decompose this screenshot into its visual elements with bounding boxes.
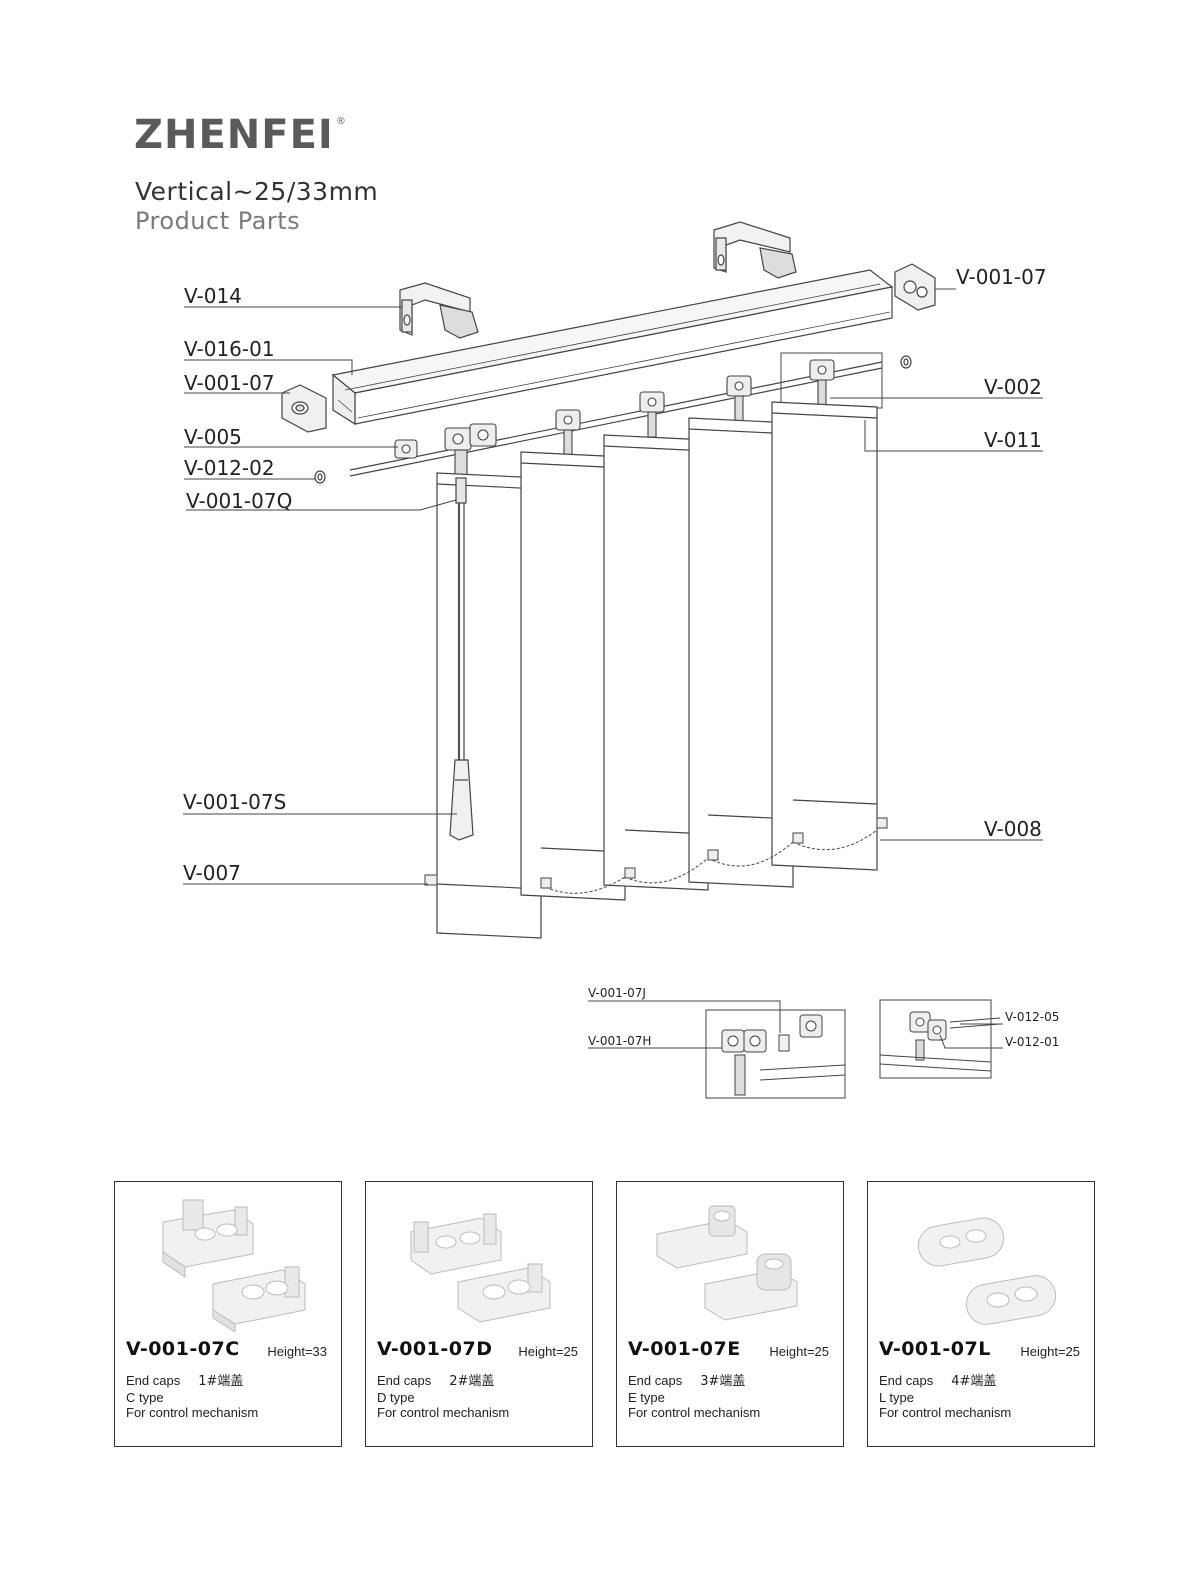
end-cap-l-image <box>917 1217 1057 1325</box>
page-subtitle: Product Parts <box>135 207 301 235</box>
brand-name-bold: ZHENFEI <box>134 112 334 158</box>
label-v-001-07s: V-001-07S <box>183 790 287 814</box>
carriers <box>394 359 835 496</box>
label-v-001-07j: V-001-07J <box>588 986 646 1000</box>
endcap-right <box>894 263 936 311</box>
card-height: Height=25 <box>518 1344 578 1359</box>
label-v-001-07-right: V-001-07 <box>956 265 1047 289</box>
leader-lines <box>183 288 1043 885</box>
label-v-012-05: V-012-05 <box>1005 1010 1060 1024</box>
label-v-001-07-left: V-001-07 <box>184 371 275 395</box>
label-v-012-01: V-012-01 <box>1005 1035 1060 1049</box>
slats <box>436 401 878 939</box>
detail-inset-1 <box>588 1000 846 1099</box>
label-v-007: V-007 <box>183 861 241 885</box>
label-v-001-07h: V-001-07H <box>588 1034 652 1048</box>
registered-mark: ® <box>335 116 347 127</box>
headrail <box>331 269 894 426</box>
washer-right <box>900 355 912 369</box>
label-v-012-02: V-012-02 <box>184 456 275 480</box>
label-v-008: V-008 <box>984 817 1042 841</box>
label-v-016-01: V-016-01 <box>184 337 275 361</box>
exploded-diagram <box>183 221 1043 1099</box>
washer-left <box>314 470 326 484</box>
label-v-005: V-005 <box>184 425 242 449</box>
label-v-011: V-011 <box>984 428 1042 452</box>
card-height: Height=25 <box>769 1344 829 1359</box>
endcap-left <box>281 384 327 433</box>
card-code: V-001-07C <box>126 1338 240 1360</box>
card-code: V-001-07L <box>879 1338 991 1360</box>
card-height: Height=25 <box>1020 1344 1080 1359</box>
bottom-weights <box>424 817 888 889</box>
card-code: V-001-07E <box>628 1338 741 1360</box>
label-v-002: V-002 <box>984 375 1042 399</box>
card-code: V-001-07D <box>377 1338 493 1360</box>
card-height: Height=33 <box>267 1344 327 1359</box>
label-v-001-07q: V-001-07Q <box>186 489 293 513</box>
end-cap-e-image <box>656 1205 798 1321</box>
tilt-rod <box>349 361 883 477</box>
end-cap-d-image <box>410 1213 551 1323</box>
brand-logo: ZHENFEI® <box>134 112 347 158</box>
label-v-014: V-014 <box>184 284 242 308</box>
detail-inset-2 <box>879 999 1003 1079</box>
bracket-right <box>713 221 797 279</box>
end-cap-c-image <box>162 1199 306 1332</box>
control-wand <box>449 477 474 841</box>
page-title: Vertical~25/33mm <box>135 177 379 206</box>
bracket-left <box>399 282 479 339</box>
bottom-chain <box>540 829 878 894</box>
